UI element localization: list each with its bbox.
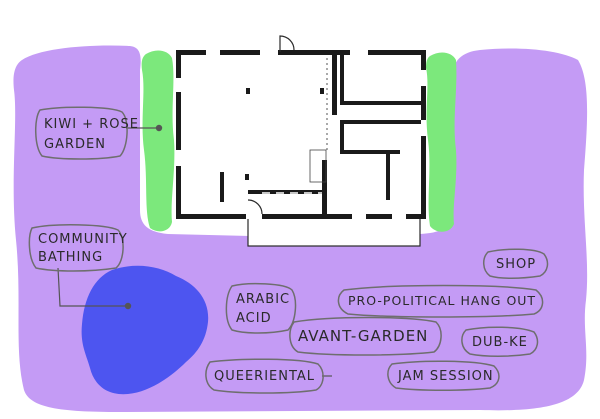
green-hedge-left xyxy=(141,50,175,232)
label-community-bathing-line1: COMMUNITY xyxy=(38,232,128,247)
garden-marker-dot xyxy=(155,124,163,132)
wall-left xyxy=(176,50,181,219)
wall-bottom xyxy=(176,214,426,219)
label-kiwi-rose-garden-line2: GARDEN xyxy=(44,137,106,152)
label-community-bathing-line2: BATHING xyxy=(38,250,103,265)
label-kiwi-rose-garden-line1: KIWI + ROSE xyxy=(44,117,139,132)
label-bubbles xyxy=(28,106,549,394)
label-dub-ke: DUB-KE xyxy=(472,335,528,350)
label-arabic-acid-line2: ACID xyxy=(236,311,272,326)
floor-plan xyxy=(176,35,426,247)
label-pro-political-hang-out: PRO-POLITICAL HANG OUT xyxy=(348,293,536,308)
label-jam-session: JAM SESSION xyxy=(397,369,494,384)
label-queeriental: QUEERIENTAL xyxy=(214,369,315,384)
pond xyxy=(81,265,209,395)
door-arc-bottom xyxy=(247,199,263,215)
green-hedge-right xyxy=(426,52,457,232)
map-labels: KIWI + ROSE GARDEN COMMUNITY BATHING ARA… xyxy=(38,117,536,384)
wall-top xyxy=(176,50,426,55)
label-avant-garden: AVANT-GARDEN xyxy=(298,327,428,345)
pond-marker-dot xyxy=(124,302,132,310)
door-arc-top xyxy=(279,35,295,52)
label-arabic-acid-line1: ARABIC xyxy=(236,292,290,307)
label-shop: SHOP xyxy=(496,257,536,272)
